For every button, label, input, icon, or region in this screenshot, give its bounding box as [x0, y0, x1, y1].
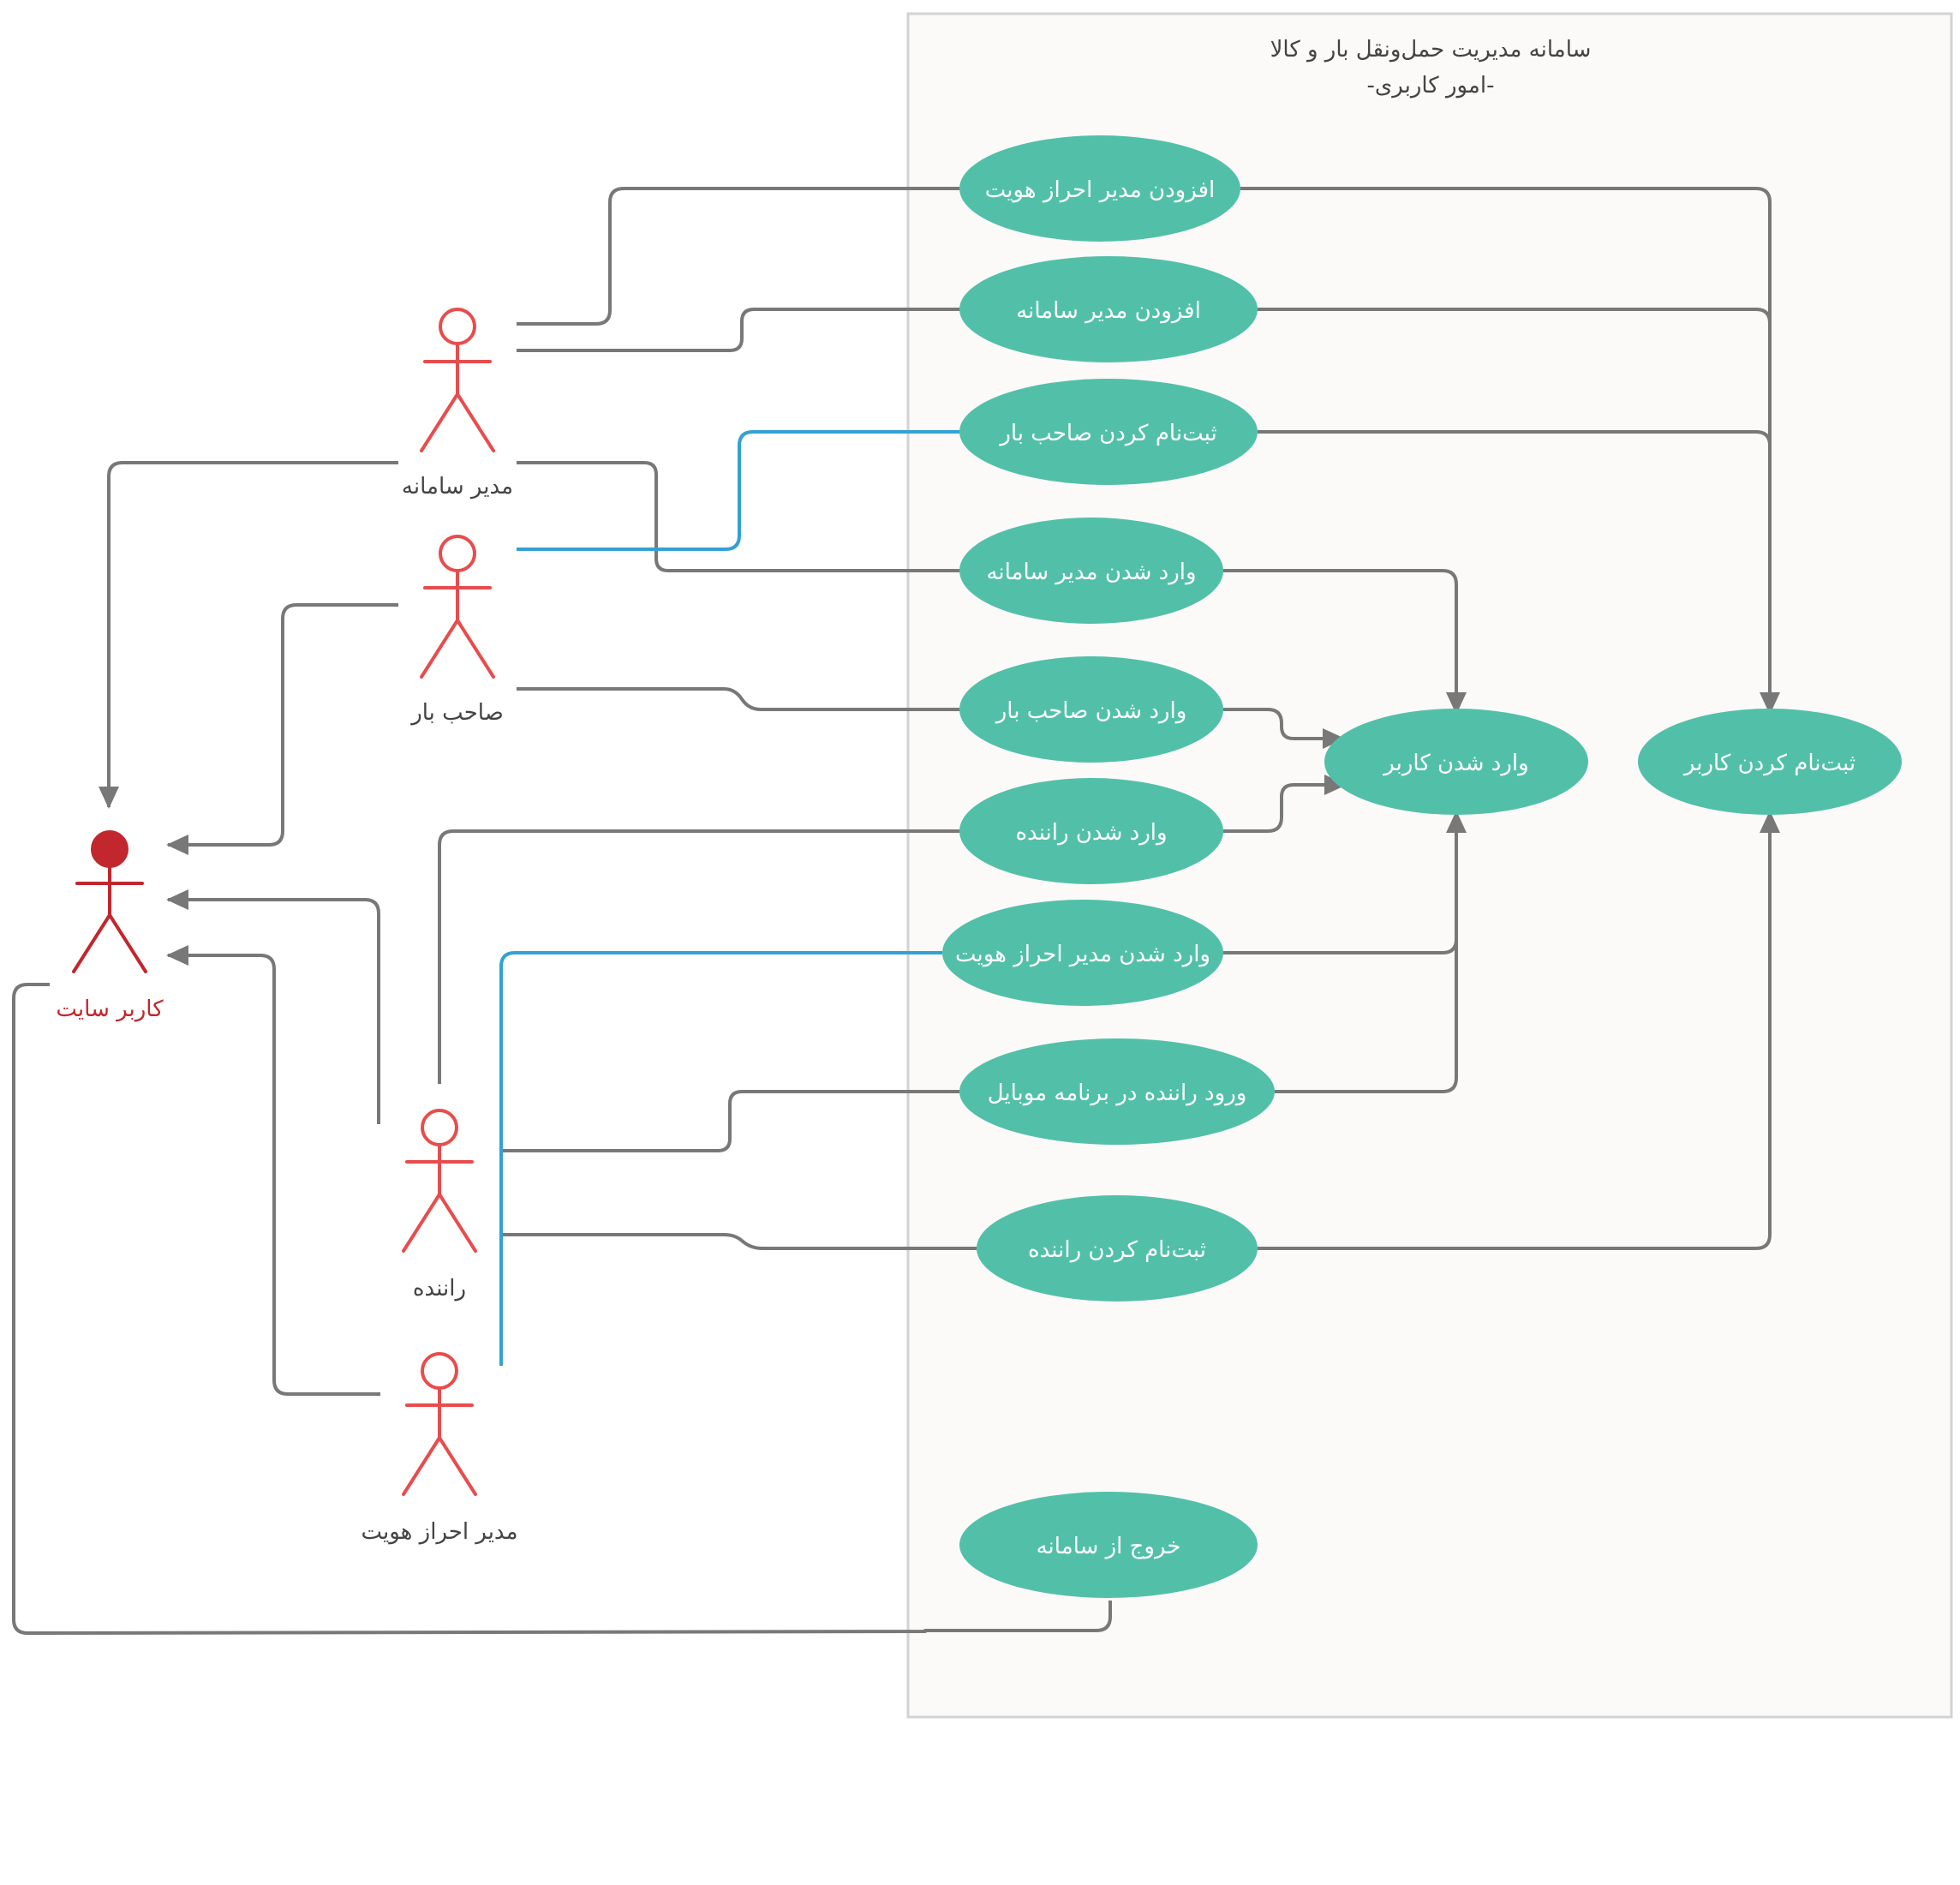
edge-login-driver-to-user-login [1223, 775, 1347, 833]
edge-sysadmin-login [517, 461, 959, 572]
edge-driver-register [501, 1233, 977, 1250]
usecase-label: وارد شدن کاربر [1382, 751, 1528, 776]
edge-add-identity-admin-to-register [1240, 187, 1780, 715]
edge-mobile-login-to-user-login [1275, 811, 1467, 1093]
usecase-driver-mobile-login[interactable]: ورود راننده در برنامه موبایل [959, 1038, 1275, 1145]
actor-head-icon [439, 308, 476, 345]
actor-label: کاربر سایت [56, 996, 164, 1022]
edge-site-user-logout [12, 983, 1112, 1635]
actor-site-user[interactable]: کاربر سایت [56, 830, 164, 1022]
usecase-label: افزودن مدیر احراز هویت [985, 177, 1216, 203]
usecase-label: خروج از سامانه [1037, 1534, 1181, 1559]
actor-driver[interactable]: راننده [402, 1109, 477, 1302]
usecase-label: ثبت‌نام کردن راننده [1028, 1237, 1206, 1263]
edge-identity-admin-login [499, 951, 942, 1366]
usecase-register-driver[interactable]: ثبت‌نام کردن راننده [977, 1195, 1258, 1302]
actor-system-admin[interactable]: مدیر سامانه [402, 308, 513, 500]
usecase-label: ثبت‌نام کردن صاحب بار [998, 421, 1216, 446]
usecase-label: وارد شدن مدیر احراز هویت [955, 942, 1210, 967]
usecase-login-system-admin[interactable]: وارد شدن مدیر سامانه [959, 518, 1223, 624]
system-subtitle: -امور کاربری- [1367, 73, 1495, 99]
actor-label: مدیر احراز هویت [361, 1519, 517, 1545]
actor-cargo-owner[interactable]: صاحب بار [409, 535, 504, 726]
edge-add-system-admin-to-register [1258, 308, 1772, 324]
edge-register-driver-to-register [1258, 811, 1780, 1250]
usecase-login-identity-admin[interactable]: وارد شدن مدیر احراز هویت [942, 900, 1223, 1006]
edge-driver-login [438, 829, 959, 1084]
actor-label: صاحب بار [409, 700, 504, 726]
actor-head-icon [421, 1109, 458, 1146]
usecase-label: وارد شدن صاحب بار [995, 698, 1187, 724]
actor-identity-admin[interactable]: مدیر احراز هویت [361, 1352, 518, 1545]
edge-register-cargo-owner-to-register [1258, 430, 1772, 446]
usecase-label: ثبت‌نام کردن کاربر [1682, 751, 1855, 776]
edge-cargo-owner-register [517, 430, 959, 551]
actor-head-icon [421, 1352, 458, 1390]
usecase-label: ورود راننده در برنامه موبایل [988, 1080, 1247, 1106]
use-cases: افزودن مدیر احراز هویت افزودن مدیر سامان… [942, 135, 1902, 1598]
edge-cargo-owner-site-user [166, 603, 398, 855]
usecase-add-identity-admin[interactable]: افزودن مدیر احراز هویت [959, 135, 1240, 242]
actors: مدیر سامانه صاحب بار کاربر سایت راننده [56, 308, 518, 1545]
actor-head-icon [91, 830, 128, 868]
usecase-logout[interactable]: خروج از سامانه [959, 1492, 1258, 1598]
edge-login-sysadmin-to-user-login [1223, 569, 1467, 715]
connectors [12, 187, 1780, 1635]
usecase-label: وارد شدن راننده [1015, 820, 1167, 846]
usecase-login-cargo-owner[interactable]: وارد شدن صاحب بار [959, 656, 1223, 763]
usecase-add-system-admin[interactable]: افزودن مدیر سامانه [959, 256, 1258, 362]
usecase-login-driver[interactable]: وارد شدن راننده [959, 778, 1223, 884]
usecase-label: وارد شدن مدیر سامانه [986, 560, 1196, 585]
edge-cargo-owner-login [517, 687, 959, 711]
edge-sysadmin-add-identity-admin [517, 187, 959, 326]
edge-driver-mobile-login [501, 1090, 959, 1152]
actor-head-icon [439, 535, 476, 572]
usecase-user-login[interactable]: وارد شدن کاربر [1324, 709, 1588, 815]
blue-connectors [499, 430, 959, 1366]
edge-sysadmin-add-system-admin [517, 308, 959, 352]
actor-label: راننده [413, 1276, 466, 1302]
edge-identity-admin-site-user [166, 945, 380, 1396]
usecase-register-cargo-owner[interactable]: ثبت‌نام کردن صاحب بار [959, 379, 1258, 485]
usecase-label: افزودن مدیر سامانه [1016, 298, 1201, 324]
usecase-user-register[interactable]: ثبت‌نام کردن کاربر [1638, 709, 1902, 815]
system-title: سامانه مدیریت حمل‌ونقل بار و کالا [1270, 37, 1592, 63]
edge-login-cargo-owner-to-user-login [1223, 708, 1345, 749]
edge-driver-site-user [166, 889, 380, 1124]
actor-label: مدیر سامانه [402, 474, 513, 500]
edge-sysadmin-site-user [99, 461, 398, 809]
